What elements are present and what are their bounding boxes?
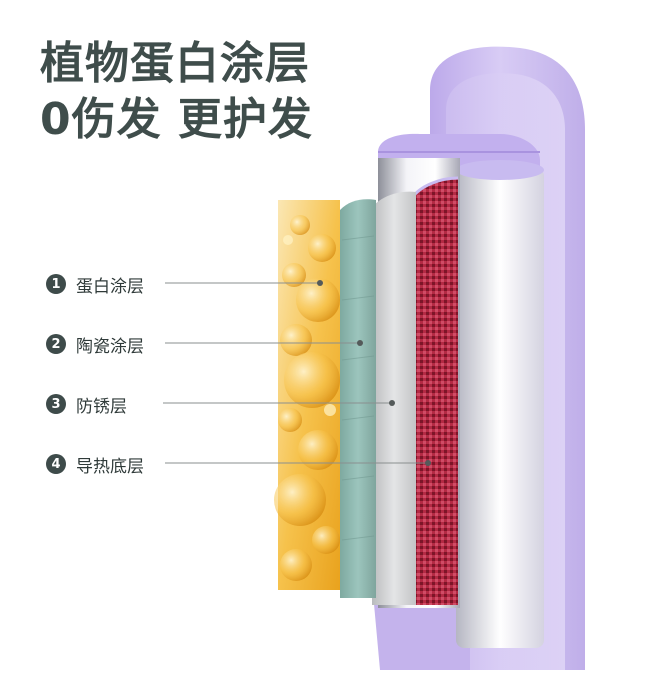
- legend-label: 陶瓷涂层: [76, 336, 144, 357]
- legend-item-ceramic-coating: 2 陶瓷涂层: [46, 332, 144, 357]
- legend-item-protein-coating: 1 蛋白涂层: [46, 272, 144, 297]
- number-badge: 1: [46, 274, 66, 294]
- headline: 植物蛋白涂层 0伤发 更护发: [40, 36, 313, 148]
- legend-label: 防锈层: [76, 396, 127, 417]
- legend-item-heat-base-layer: 4 导热底层: [46, 452, 144, 477]
- legend-label: 导热底层: [76, 456, 144, 477]
- headline-line-1: 植物蛋白涂层: [40, 38, 310, 89]
- number-badge: 2: [46, 334, 66, 354]
- number-badge: 4: [46, 454, 66, 474]
- headline-line-2: 0伤发 更护发: [40, 94, 313, 145]
- number-badge: 3: [46, 394, 66, 414]
- legend-label: 蛋白涂层: [76, 276, 144, 297]
- legend-item-anti-rust-layer: 3 防锈层: [46, 392, 127, 417]
